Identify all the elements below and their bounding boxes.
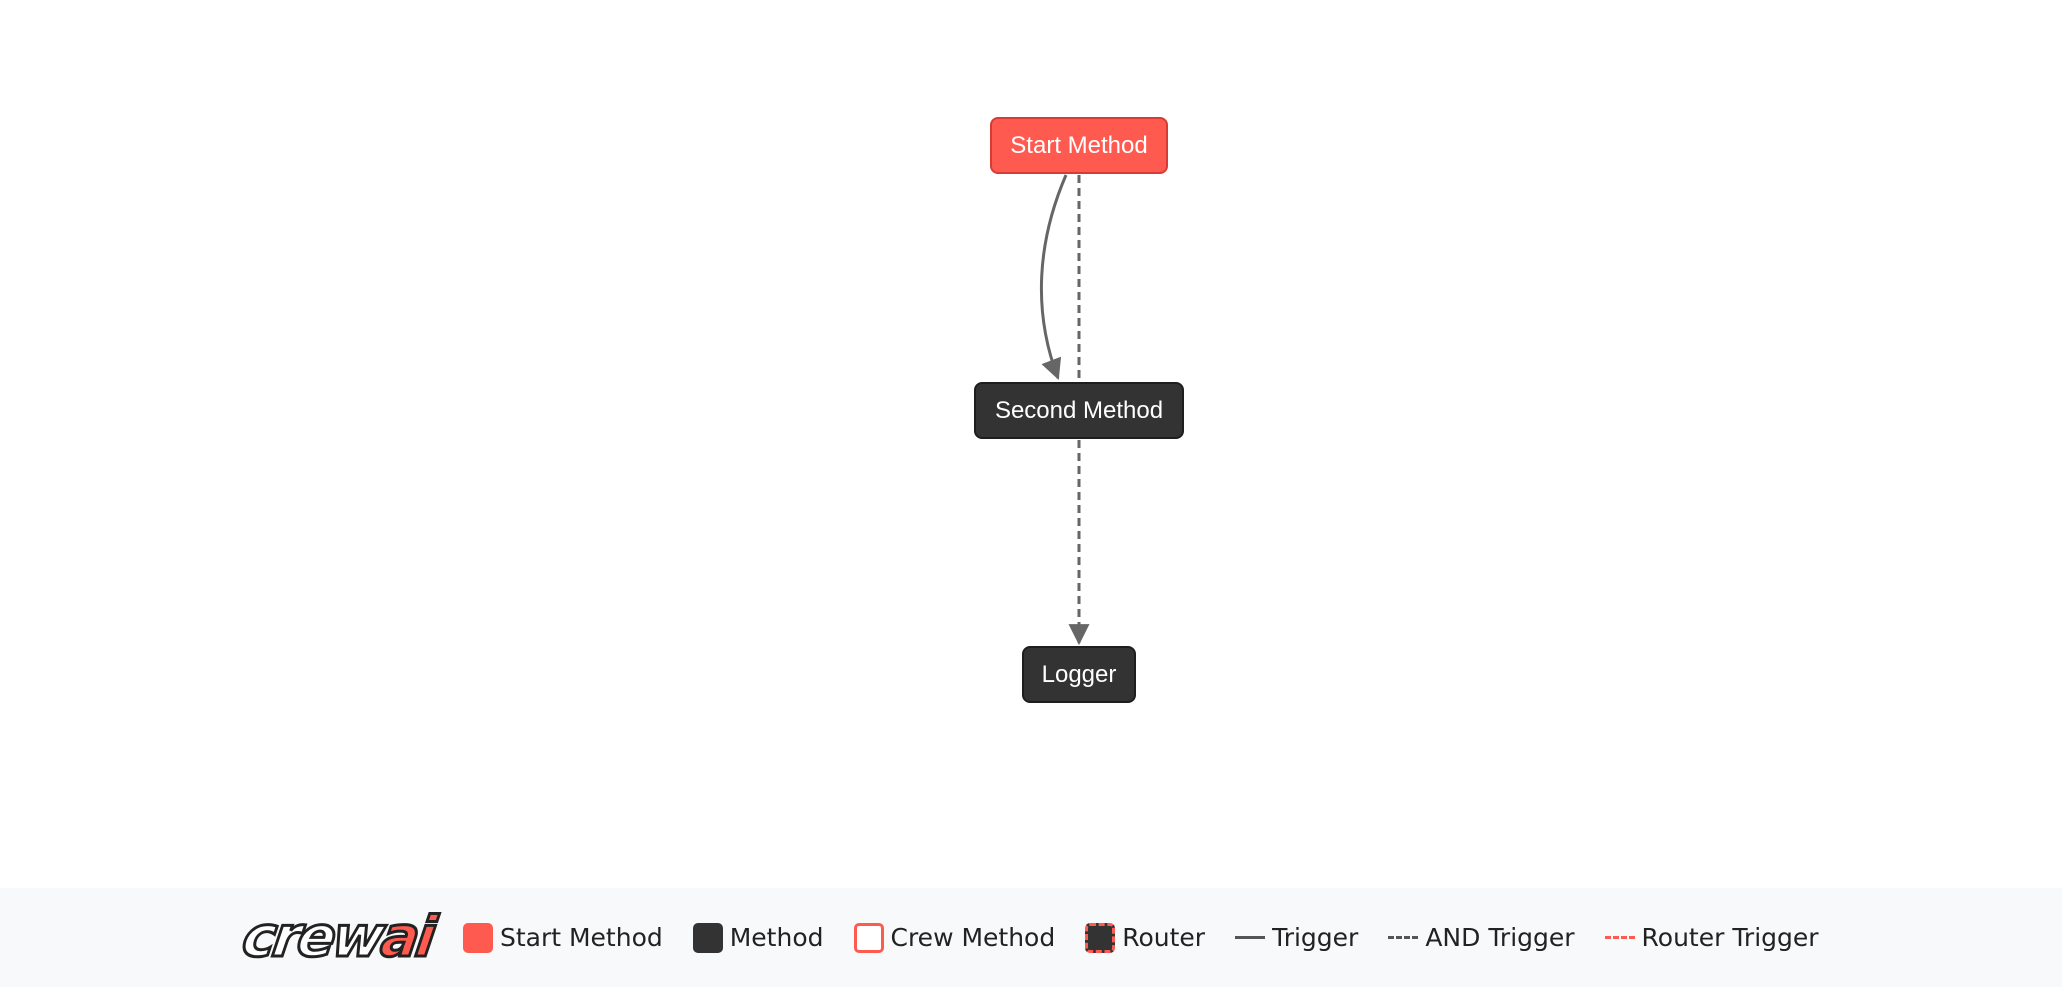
node-start-method[interactable]: Start Method	[990, 117, 1168, 174]
legend-label: Start Method	[499, 923, 663, 952]
crew-method-swatch	[853, 922, 884, 953]
legend-label: AND Trigger	[1425, 923, 1575, 952]
legend-item-router-trigger: Router Trigger	[1604, 923, 1819, 952]
node-second-method[interactable]: Second Method	[974, 382, 1184, 439]
start-method-swatch	[462, 922, 493, 953]
legend-item-and-trigger: AND Trigger	[1388, 923, 1575, 952]
node-logger[interactable]: Logger	[1022, 646, 1136, 703]
legend-item-start-method: Start Method	[462, 922, 663, 953]
legend-item-router: Router	[1085, 922, 1206, 953]
legend-item-method: Method	[692, 922, 824, 953]
legend-label: Trigger	[1272, 923, 1359, 952]
and-trigger-line-swatch	[1388, 936, 1419, 939]
edge-start-to-second-trigger	[1039, 174, 1068, 380]
router-trigger-line-swatch	[1604, 936, 1635, 939]
method-swatch	[692, 922, 723, 953]
crewai-logo: crewai	[237, 903, 439, 971]
legend-label: Router Trigger	[1641, 923, 1819, 952]
logo-text-ai: ai	[376, 903, 439, 971]
legend-item-trigger: Trigger	[1235, 923, 1358, 952]
router-swatch	[1085, 922, 1116, 953]
legend-bar: crewai Start Method Method Crew Method R…	[0, 888, 2062, 987]
flow-canvas[interactable]: Start Method Second Method Logger	[0, 0, 2062, 888]
flow-edges	[1039, 174, 1090, 646]
legend-item-crew-method: Crew Method	[853, 922, 1056, 953]
legend-label: Method	[729, 923, 824, 952]
trigger-line-swatch	[1235, 936, 1266, 939]
legend-label: Router	[1122, 923, 1206, 952]
logo-text-crew: crew	[237, 903, 388, 971]
legend-label: Crew Method	[890, 923, 1056, 952]
